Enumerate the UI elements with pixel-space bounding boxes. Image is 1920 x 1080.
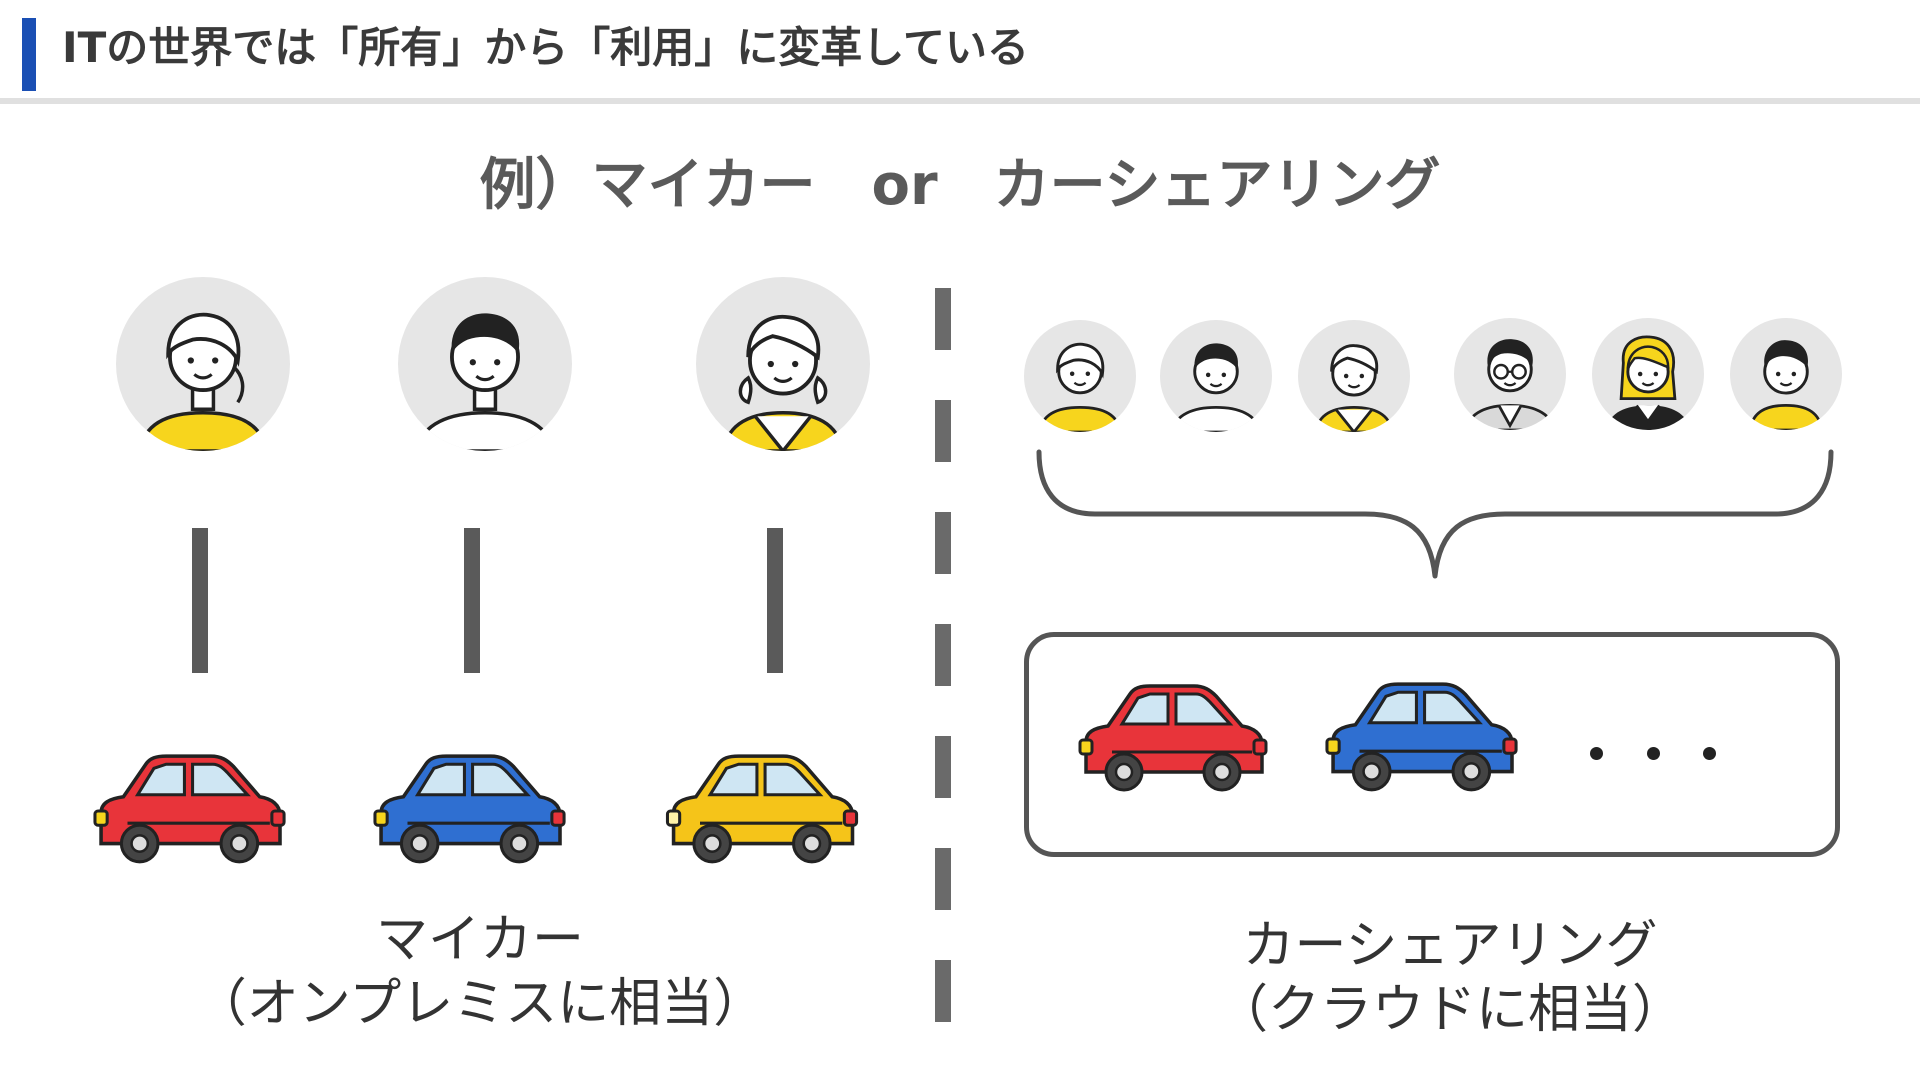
woman-avatar (116, 277, 290, 451)
boy-avatar (1730, 318, 1842, 430)
man-avatar (398, 277, 572, 451)
red-car (86, 750, 291, 872)
connector-line (192, 528, 208, 673)
woman-avatar (1024, 320, 1136, 432)
center-divider (935, 288, 951, 1028)
mycar-caption-note: （オンプレミスに相当） (194, 974, 766, 1034)
glasses-man-avatar (1454, 318, 1566, 430)
ellipsis-dot (1647, 747, 1660, 760)
blonde-woman-avatar (1592, 318, 1704, 430)
page-title: ITの世界では「所有」から「利用」に変革している (62, 23, 1030, 72)
connector-line (464, 528, 480, 673)
blue-car (1318, 678, 1523, 800)
man-avatar (1160, 320, 1272, 432)
connector-line (767, 528, 783, 673)
carsharing-caption-note: （クラウドに相当） (1215, 980, 1684, 1040)
ellipsis-indicator (1590, 725, 1740, 785)
ellipsis-dot (1703, 747, 1716, 760)
header-accent-bar (22, 18, 36, 91)
mycar-caption-title: マイカー (375, 910, 584, 970)
carsharing-caption-title: カーシェアリング (1242, 916, 1658, 976)
grouping-brace (1036, 449, 1834, 579)
subtitle: 例）マイカー or カーシェアリング (479, 153, 1441, 218)
red-car (1072, 680, 1272, 800)
mycar-caption: マイカー （オンプレミスに相当） (130, 908, 830, 1036)
shared-car-pool (1024, 632, 1840, 857)
yellow-car (652, 750, 870, 872)
carsharing-caption: カーシェアリング （クラウドに相当） (1100, 914, 1800, 1042)
header: ITの世界では「所有」から「利用」に変革している (0, 0, 1920, 104)
ellipsis-dot (1590, 747, 1603, 760)
girl-avatar (1298, 320, 1410, 432)
girl-avatar (696, 277, 870, 451)
blue-car (366, 750, 571, 872)
